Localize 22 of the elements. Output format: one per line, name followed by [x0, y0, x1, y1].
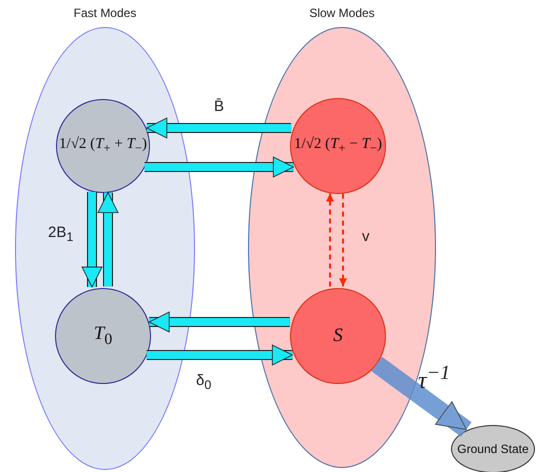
node-label: S	[333, 325, 343, 347]
node-label: Ground State	[457, 442, 529, 456]
edge-label: v	[362, 228, 370, 245]
node-label: T$_{0}$	[94, 323, 112, 349]
dashed-arrow	[339, 194, 347, 286]
node-label: 1/√2 (T$_{+}$ + T$_{−}$)	[59, 136, 147, 156]
edge-label: 2B$_{1}$	[48, 224, 74, 244]
arrow	[146, 344, 293, 366]
arrow	[144, 156, 294, 178]
node-label: 1/√2 (T$_{+}$ − T$_{−}$)	[294, 136, 382, 156]
edge-label: δ$_{0}$	[196, 372, 212, 392]
arrow	[146, 118, 292, 138]
arrow	[371, 356, 472, 437]
edge-label: τ$^{−1}$	[418, 362, 450, 395]
edge-label: B̄	[214, 98, 224, 115]
dashed-arrow	[326, 193, 334, 287]
arrow	[98, 192, 118, 286]
group-title: Fast Modes	[72, 6, 138, 20]
arrow	[82, 192, 102, 288]
ground-state-ellipse	[451, 425, 535, 472]
group-title: Slow Modes	[308, 6, 376, 20]
arrow	[148, 312, 290, 332]
